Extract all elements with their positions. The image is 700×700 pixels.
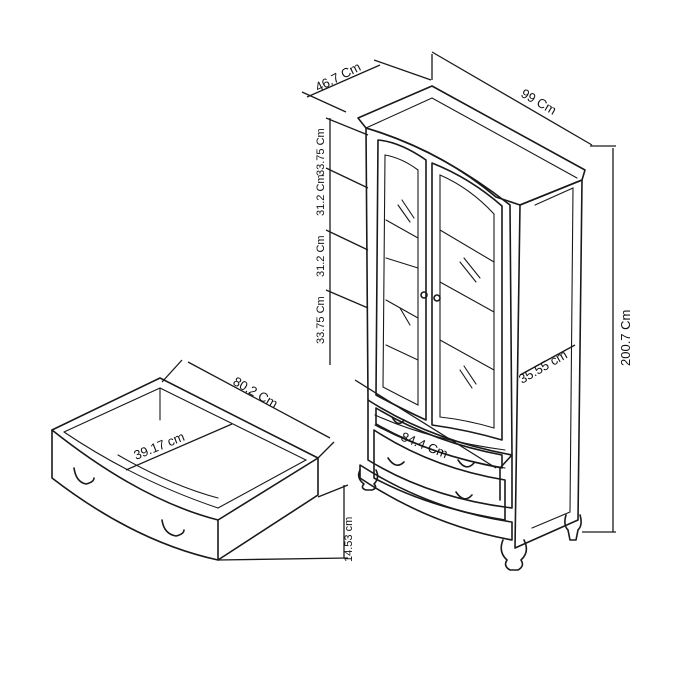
drawer-length-label: 80.2 Cm [231,374,281,412]
drawer-length-line [187,361,331,439]
drawer-handle-right [161,519,185,537]
inner-depth-label: 35.55 cm [516,347,570,387]
foot-front [500,539,528,571]
door-knob-right [433,294,441,302]
drawer-width-line [125,423,233,471]
drawer-illustration [51,359,349,561]
right-glass-door [431,162,503,441]
width-label: 99 Cm [519,86,560,118]
shelf-lines [385,219,495,371]
cabinet-dimension-lines [301,51,616,533]
cabinet-side-panel [514,179,583,549]
shelf-3-label: 31.2 Cm [315,235,327,277]
depth-label: 46.7 Cm [313,59,364,95]
drawer-handle-left [73,467,95,485]
height-label: 200.7 Cm [618,310,633,366]
left-glass-door [375,139,427,421]
foot-right [564,514,582,541]
drawer-height-label: 14.53 cm [343,517,355,562]
lower-drawer-handle-right [455,491,473,500]
shelf-bottom-label: 33.75 Cm [315,296,327,344]
cabinet-front-frame [365,127,513,501]
drawer-width-label: 39.17 cm [132,429,187,463]
shelf-2-label: 31.2 Cm [315,174,327,216]
cabinet-lower-drawer [373,429,506,521]
foot-left [357,469,379,491]
upper-drawer-handle-right [457,459,475,468]
display-cabinet [357,85,586,571]
cabinet-plinth [359,464,513,541]
door-knob-left [420,291,428,299]
cabinet-upper-drawer [375,407,503,469]
drawer-box [51,377,319,521]
lower-drawer-handle-left [387,457,405,466]
upper-drawer-handle-left [391,416,405,425]
cabinet-drawer-section [367,399,513,509]
shelf-top-label: 33.75 Cm [315,128,327,176]
